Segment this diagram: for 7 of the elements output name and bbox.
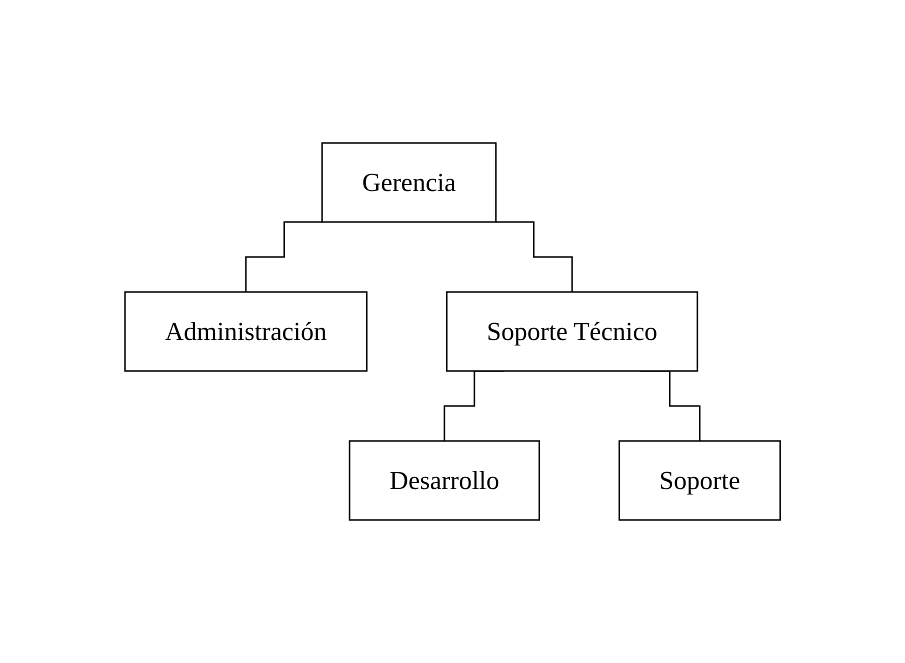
connector — [245, 221, 322, 293]
node-box: Soporte Técnico — [446, 291, 698, 372]
connector — [495, 221, 573, 293]
node-box: Desarrollo — [348, 440, 540, 521]
node-box: Gerencia — [321, 142, 497, 223]
node-box: Administración — [124, 291, 368, 372]
node-box: Soporte — [618, 440, 781, 521]
